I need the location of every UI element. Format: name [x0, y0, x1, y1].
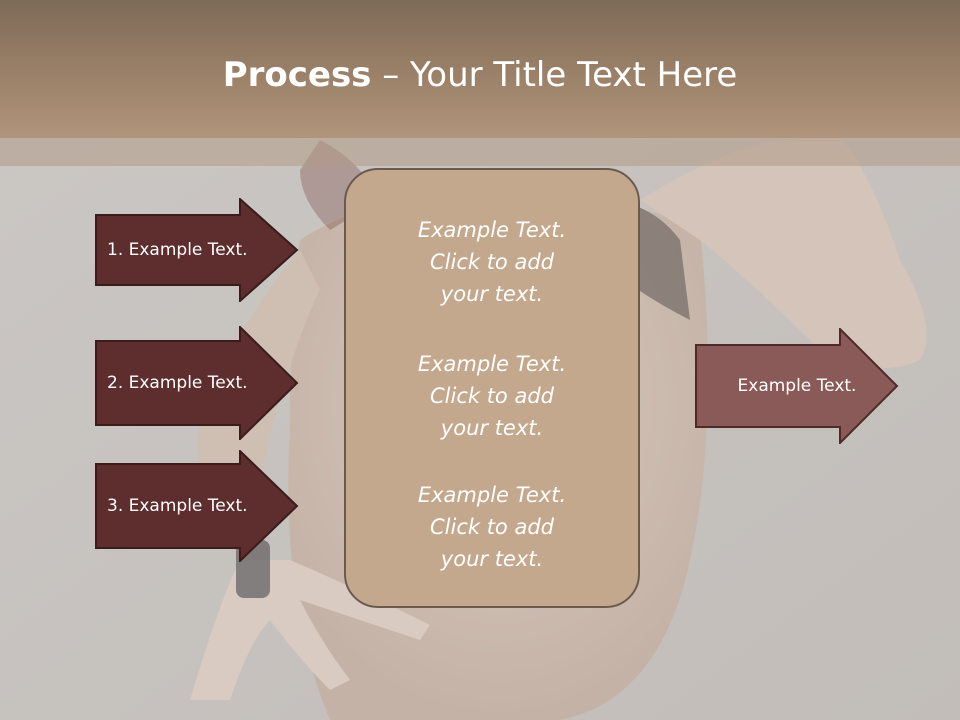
center-line: your text. — [440, 282, 544, 306]
center-text-block-1: Example Text. Click to add your text. — [346, 214, 638, 310]
center-line: Example Text. — [417, 218, 567, 242]
arrow-shape — [95, 450, 299, 562]
center-line: Click to add — [429, 250, 554, 274]
title-band — [0, 138, 960, 166]
title-bar — [0, 0, 960, 138]
arrow-shape — [95, 326, 299, 440]
arrow-label: 2. Example Text. — [107, 373, 248, 393]
center-line: Click to add — [429, 384, 554, 408]
center-line: Click to add — [429, 515, 554, 539]
arrow-shape — [695, 328, 899, 444]
title-bold: Process — [222, 55, 372, 95]
arrow-label: 3. Example Text. — [107, 496, 248, 516]
arrow-label: Example Text. — [737, 376, 857, 396]
process-arrow-3[interactable]: 3. Example Text. — [95, 450, 299, 562]
center-text-block-3: Example Text. Click to add your text. — [346, 479, 638, 575]
center-line: Example Text. — [417, 352, 567, 376]
process-arrow-1[interactable]: 1. Example Text. — [95, 198, 299, 302]
title-rest: – Your Title Text Here — [371, 55, 738, 95]
result-arrow[interactable]: Example Text. — [695, 328, 899, 444]
process-arrow-2[interactable]: 2. Example Text. — [95, 326, 299, 440]
center-line: Example Text. — [417, 483, 567, 507]
slide-title[interactable]: Process – Your Title Text Here — [0, 50, 960, 100]
center-text-box[interactable]: Example Text. Click to add your text. Ex… — [344, 168, 640, 608]
arrow-label: 1. Example Text. — [107, 240, 248, 260]
arrow-shape — [95, 198, 299, 302]
center-text-block-2: Example Text. Click to add your text. — [346, 348, 638, 444]
center-line: your text. — [440, 416, 544, 440]
center-line: your text. — [440, 547, 544, 571]
